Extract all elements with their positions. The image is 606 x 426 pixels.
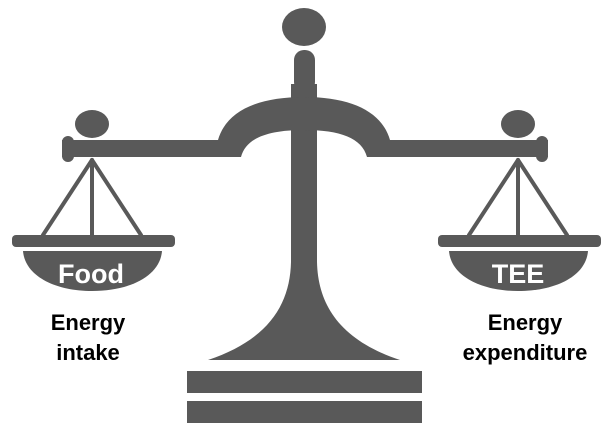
left-string-left xyxy=(41,158,94,237)
top-finial xyxy=(282,8,326,46)
right-caption-line1: Energy xyxy=(488,310,563,335)
right-pan-rim xyxy=(438,235,601,247)
left-caption-line1: Energy xyxy=(51,310,126,335)
right-pan-label: TEE xyxy=(492,259,545,289)
left-bar-cap xyxy=(62,136,74,162)
left-caption-line2: intake xyxy=(56,340,120,365)
right-pan-bowl xyxy=(449,251,588,291)
right-string-left xyxy=(467,158,520,237)
left-pan-label: Food xyxy=(58,259,124,289)
left-string-right xyxy=(90,158,143,237)
left-hanger-knob xyxy=(75,110,109,138)
right-hanger-knob xyxy=(501,110,535,138)
left-pan-rim xyxy=(12,235,175,247)
central-column xyxy=(208,84,400,360)
right-caption-line2: expenditure xyxy=(463,340,588,365)
right-string-right xyxy=(516,158,569,237)
base-bottom-plate xyxy=(187,401,422,423)
left-pan-bowl xyxy=(23,251,162,291)
base-top-plate xyxy=(187,371,422,393)
crossbar xyxy=(62,97,548,157)
right-bar-cap xyxy=(536,136,548,162)
upper-stem xyxy=(294,50,315,92)
